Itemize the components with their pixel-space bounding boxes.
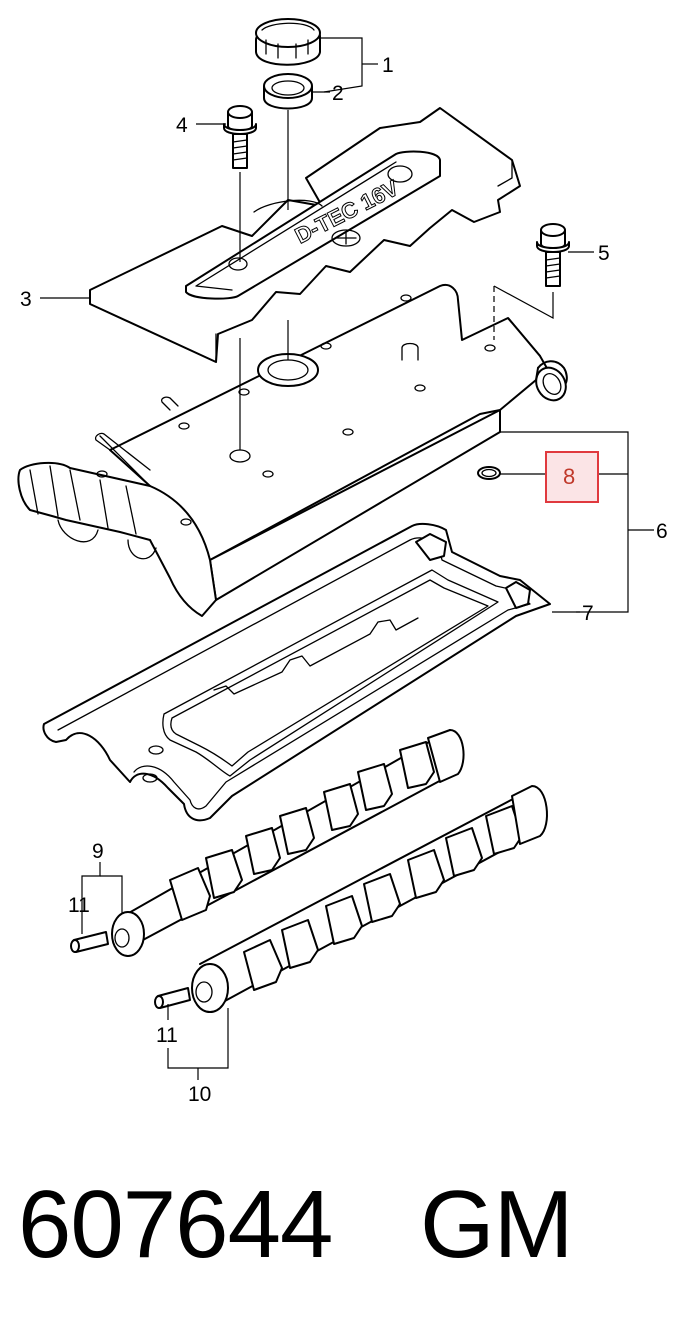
callout-11-lower: 11 <box>156 1024 178 1047</box>
filler-cap-seal <box>263 73 313 110</box>
oil-filler-cap <box>255 18 321 66</box>
callout-2: 2 <box>332 82 344 105</box>
highlight-box <box>545 451 599 503</box>
callout-6: 6 <box>656 520 668 543</box>
callout-labels: 1 2 3 4 5 6 7 8 9 10 11 11 <box>20 54 668 1106</box>
callout-9: 9 <box>92 840 104 863</box>
exhaust-camshaft <box>154 785 548 1013</box>
cover-bolt-left <box>223 105 257 169</box>
callout-8: 8 <box>563 464 575 489</box>
intake-camshaft <box>70 729 465 957</box>
callout-7: 7 <box>582 602 594 625</box>
o-ring <box>477 466 501 480</box>
cover-bolt-holes <box>96 294 496 526</box>
callout-3: 3 <box>20 288 32 311</box>
callout-10: 10 <box>188 1083 211 1106</box>
callout-11-upper: 11 <box>68 894 90 917</box>
cylinder-head-cover <box>17 284 568 617</box>
part-number: 607644 <box>18 1171 333 1278</box>
callout-1: 1 <box>382 54 394 77</box>
callout-5: 5 <box>598 242 610 265</box>
cover-bolt-right <box>536 223 570 287</box>
brand-name: GM <box>420 1171 574 1278</box>
callout-4: 4 <box>176 114 188 137</box>
cover-gasket <box>42 522 551 822</box>
engine-top-cover: D-TEC 16V <box>89 107 521 363</box>
